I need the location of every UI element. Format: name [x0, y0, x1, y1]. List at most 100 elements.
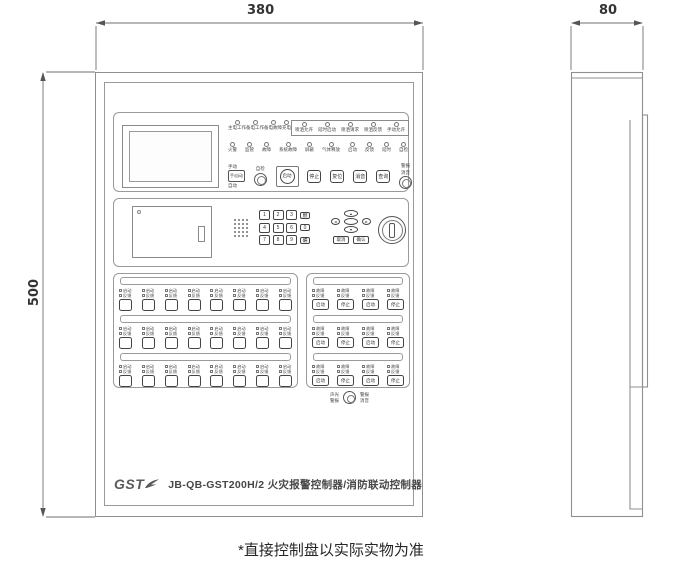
led-lamp-icon: [187, 365, 191, 369]
led-label: 启动: [214, 326, 223, 331]
led-lamp-icon: [387, 370, 390, 374]
gst-logo-text: GST: [114, 476, 145, 492]
led-lamp-icon: [387, 289, 390, 293]
keypad-key: 0: [300, 224, 310, 231]
label-strip: [313, 315, 403, 323]
indicator-label: 系统故障: [279, 147, 297, 152]
led-label: 反馈: [391, 331, 400, 337]
led-label: 反馈: [214, 331, 223, 337]
indicator-unit: 自检: [399, 142, 408, 153]
indicator-unit: 备电故障: [264, 120, 282, 131]
indicator-unit: 气体释放: [322, 142, 340, 153]
start-button-box: 启动: [275, 165, 299, 187]
control-button: [119, 299, 132, 312]
lcd-screen: [129, 131, 212, 182]
control-button: [210, 299, 224, 312]
indicator-unit: 喷洒允许: [295, 122, 313, 133]
led-line: 反馈: [210, 331, 223, 337]
led-label: 启动: [282, 326, 292, 331]
led-line: 反馈: [337, 331, 349, 336]
indicator-unit: 喷洒反馈: [364, 122, 382, 133]
key-switch: [378, 216, 406, 244]
screw-icon: [137, 210, 141, 214]
panel-button: 复位: [330, 169, 345, 183]
mute-right-label: 警报: [360, 391, 369, 397]
control-unit: 故障反馈启动: [312, 288, 329, 311]
indicator-label: 主电工作: [228, 125, 246, 130]
led-label: 故障: [341, 288, 350, 293]
gst-logo: GST: [114, 476, 160, 492]
led-line: 反馈: [278, 331, 291, 336]
led-lamp-icon: [119, 332, 122, 336]
led-lamp-icon: [278, 370, 282, 374]
led-label: 启动: [191, 288, 200, 293]
led-line: 启动: [278, 288, 291, 293]
led-label: 故障: [341, 364, 350, 369]
control-button: 启动: [362, 299, 379, 311]
led-label: 启动: [145, 288, 155, 293]
selftest-label: 自检: [255, 166, 265, 172]
led-lamp-icon: [256, 289, 260, 293]
led-lamp-icon: [164, 370, 168, 374]
keypad-key: 3: [286, 210, 297, 220]
led-label: 故障: [391, 364, 400, 369]
indicator-label: 喷洒允许: [295, 127, 313, 132]
control-button: 启动: [362, 375, 379, 387]
led-lamp-icon: [387, 365, 390, 369]
led-label: 反馈: [316, 331, 325, 337]
control-unit: 故障反馈停止: [387, 364, 404, 387]
indicator-label: 火警: [228, 147, 237, 152]
led-lamp-icon: [164, 289, 168, 293]
led-label: 反馈: [316, 369, 325, 375]
led-lamp-icon: [384, 142, 389, 147]
led-line: 故障: [362, 288, 374, 293]
led-line: 反馈: [256, 369, 268, 374]
indicator-unit: 监管: [245, 142, 254, 153]
control-button: [210, 337, 224, 350]
mute-led-label: 消音: [401, 169, 410, 175]
model-title: JB-QB-GST200H/2 火灾报警控制器/消防联动控制器: [168, 478, 423, 491]
control-button: 停止: [387, 375, 404, 387]
led-lamp-icon: [164, 294, 168, 298]
led-label: 启动: [123, 288, 132, 293]
led-lamp-icon: [337, 370, 340, 374]
control-unit: 故障反馈启动: [362, 364, 379, 387]
control-button: [256, 299, 270, 312]
control-button: [164, 375, 178, 388]
indicator-unit: 启动: [348, 142, 357, 153]
led-line: 启动: [278, 364, 291, 369]
keypad-key: 9: [286, 235, 297, 245]
led-line: 启动: [141, 288, 155, 293]
led-line: 反馈: [141, 369, 154, 374]
control-unit: 故障反馈启动: [362, 326, 379, 349]
led-line: 反馈: [119, 293, 131, 298]
mute-led-label: 警报: [401, 163, 410, 169]
lcd-frame: [122, 125, 219, 188]
led-lamp-icon: [252, 120, 258, 125]
led-label: 反馈: [191, 293, 200, 299]
control-button: 停止: [387, 299, 404, 311]
led-line: 故障: [312, 288, 324, 293]
led-lamp-icon: [141, 294, 145, 298]
led-line: 启动: [210, 288, 223, 293]
indicator-label: 延时: [382, 147, 391, 152]
led-line: 启动: [210, 326, 223, 331]
indicator-unit: 火警: [228, 142, 237, 153]
led-label: 反馈: [191, 331, 200, 337]
indicator-unit: 系统故障: [279, 142, 297, 153]
led-label: 反馈: [237, 331, 246, 337]
control-unit: 故障反馈停止: [337, 364, 354, 387]
led-lamp-icon: [119, 289, 122, 293]
led-line: 反馈: [387, 293, 399, 298]
led-lamp-icon: [119, 327, 122, 331]
led-line: 启动: [233, 364, 246, 369]
led-lamp-icon: [312, 327, 315, 331]
led-lamp-icon: [164, 365, 168, 369]
control-unit: 启动反馈: [141, 364, 155, 388]
led-line: 反馈: [233, 331, 246, 337]
led-line: 反馈: [387, 331, 399, 336]
led-line: 反馈: [119, 331, 131, 336]
led-line: 启动: [278, 326, 292, 331]
led-lamp-icon: [285, 142, 291, 147]
led-line: 反馈: [233, 369, 246, 374]
